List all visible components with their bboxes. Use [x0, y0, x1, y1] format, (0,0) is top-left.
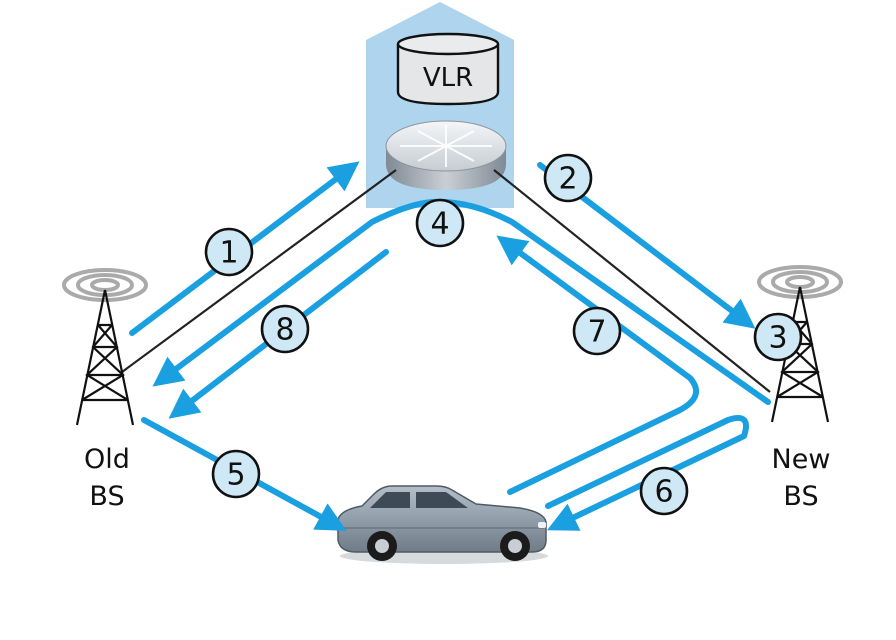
arrow-step-7	[496, 235, 700, 495]
step-5-badge: 5	[211, 449, 261, 499]
vlr-database-icon: VLR	[396, 32, 500, 106]
step-4-badge: 4	[415, 198, 465, 248]
arrow-step-6	[545, 415, 749, 531]
step-8-label: 8	[275, 313, 294, 348]
step-1-label: 1	[219, 236, 238, 271]
step-1-badge: 1	[204, 227, 254, 277]
step-3-label: 3	[768, 321, 787, 356]
old-bs-label-line1: Old	[84, 444, 130, 475]
step-7-badge: 7	[572, 306, 622, 356]
vlr-label: VLR	[423, 63, 473, 93]
router-icon	[385, 120, 507, 190]
new-bs-label-line1: New	[772, 444, 831, 475]
step-2-label: 2	[558, 162, 577, 197]
new-bs-tower-icon	[757, 265, 843, 423]
step-3-badge: 3	[753, 312, 803, 362]
new-bs-label-line2: BS	[783, 481, 818, 512]
old-bs-tower-icon	[62, 268, 148, 426]
step-5-label: 5	[226, 458, 245, 493]
wire-to-new-bs	[493, 169, 771, 393]
wire-to-old-bs	[121, 169, 397, 373]
step-7-label: 7	[587, 315, 606, 350]
step-6-label: 6	[654, 475, 673, 510]
car-icon	[337, 485, 548, 564]
old-bs-label-line2: BS	[89, 481, 124, 512]
step-6-badge: 6	[639, 466, 689, 516]
step-2-badge: 2	[543, 153, 593, 203]
step-4-label: 4	[430, 207, 449, 242]
step-8-badge: 8	[260, 304, 310, 354]
